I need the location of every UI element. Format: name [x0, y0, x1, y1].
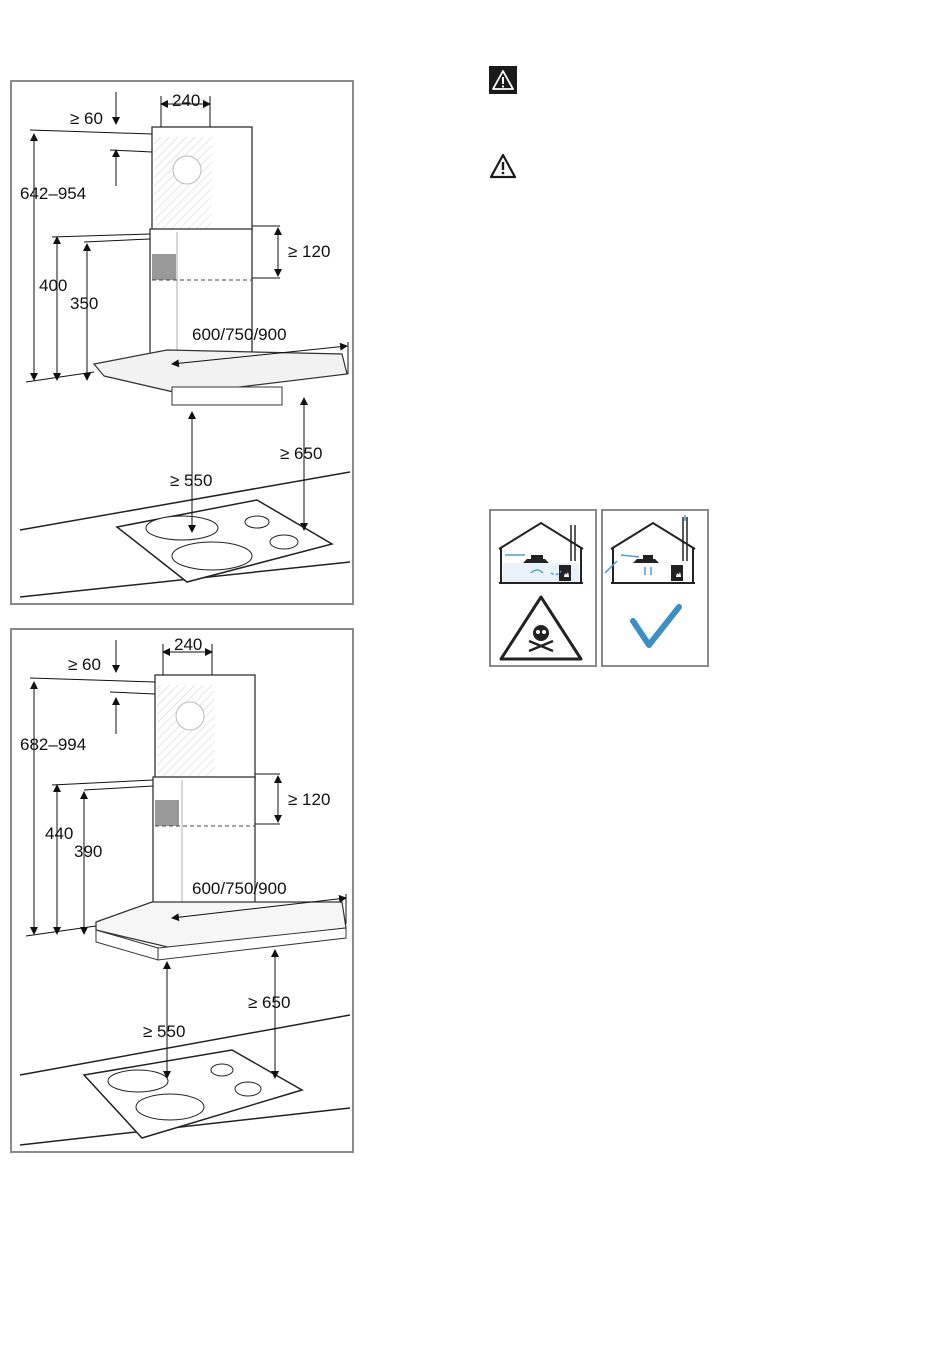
label-top-clearance: ≥ 60: [68, 655, 101, 674]
label-electric-clearance: ≥ 550: [143, 1022, 185, 1041]
label-height-350: 350: [70, 294, 98, 313]
ventilation-incorrect-illustration: [489, 509, 597, 667]
label-height-440: 440: [45, 824, 73, 843]
label-height-400: 400: [39, 276, 67, 295]
label-height-390: 390: [74, 842, 102, 861]
installation-diagram-steel-hood: ≥ 60 240 682–994 ≥ 120 440 390 600/750/9…: [10, 628, 354, 1153]
label-gas-clearance: ≥ 650: [248, 993, 290, 1012]
skull-icon: [501, 597, 581, 659]
label-overlap: ≥ 120: [288, 790, 330, 809]
steel-hood-drawing: ≥ 60 240 682–994 ≥ 120 440 390 600/750/9…: [12, 630, 356, 1155]
label-electric-clearance: ≥ 550: [170, 471, 212, 490]
label-hood-width: 600/750/900: [192, 879, 287, 898]
label-chimney-width: 240: [172, 91, 200, 110]
label-total-height: 682–994: [20, 735, 86, 754]
label-gas-clearance: ≥ 650: [280, 444, 322, 463]
check-icon: [633, 607, 679, 645]
label-overlap: ≥ 120: [288, 242, 330, 261]
label-chimney-width: 240: [174, 635, 202, 654]
ventilation-correct-illustration: [601, 509, 709, 667]
label-top-clearance: ≥ 60: [70, 109, 103, 128]
installation-diagram-glass-hood: ≥ 60 240 642–954 ≥ 120 400 350 600/750/9…: [10, 80, 354, 605]
warning-outline-icon: [489, 152, 517, 180]
glass-hood-drawing: ≥ 60 240 642–954 ≥ 120 400 350 600/750/9…: [12, 82, 356, 607]
label-hood-width: 600/750/900: [192, 325, 287, 344]
label-total-height: 642–954: [20, 184, 86, 203]
warning-filled-icon: [489, 66, 517, 94]
